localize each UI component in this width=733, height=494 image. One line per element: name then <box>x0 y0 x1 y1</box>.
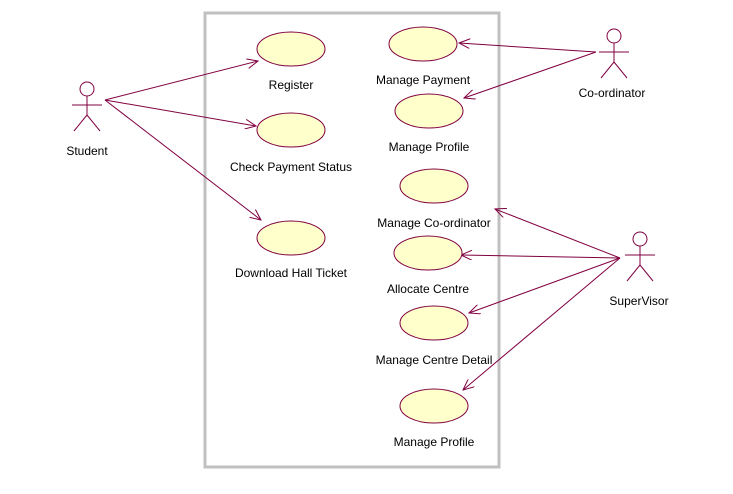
actor-label: Co-ordinator <box>579 86 646 100</box>
use-case-label: Allocate Centre <box>387 282 469 296</box>
use-case-label: Manage Co-ordinator <box>377 216 490 230</box>
use-case-ellipse[interactable] <box>399 168 469 204</box>
use-case-manage-coordinator[interactable]: Manage Co-ordinator <box>377 168 491 230</box>
actor-supervisor[interactable]: SuperVisor <box>609 231 669 308</box>
use-case-manage-centre-detail[interactable]: Manage Centre Detail <box>376 305 493 367</box>
association-supervisor-manage-profile-2 <box>463 257 621 390</box>
use-case-check-payment[interactable]: Check Payment Status <box>230 112 352 174</box>
actor-label: SuperVisor <box>609 294 668 308</box>
use-case-label: Check Payment Status <box>230 160 352 174</box>
association-student-register <box>104 61 258 101</box>
use-case-manage-payment[interactable]: Manage Payment <box>376 26 471 87</box>
use-case-label: Manage Profile <box>389 140 470 154</box>
use-case-label: Manage Profile <box>394 435 475 449</box>
use-case-ellipse[interactable] <box>256 112 326 148</box>
use-case-manage-profile-2[interactable]: Manage Profile <box>394 388 475 449</box>
use-case-allocate-centre[interactable]: Allocate Centre <box>387 235 469 296</box>
association-student-download-ticket <box>104 99 261 220</box>
association-supervisor-manage-centre-detail <box>469 257 621 313</box>
association-coordinator-manage-payment <box>459 43 597 53</box>
use-case-manage-profile-1[interactable]: Manage Profile <box>389 93 470 154</box>
use-case-register[interactable]: Register <box>256 31 326 92</box>
association-supervisor-allocate-centre <box>461 255 621 258</box>
actor-student[interactable]: Student <box>66 81 108 158</box>
use-case-ellipse[interactable] <box>256 31 326 67</box>
actor-icon <box>72 81 102 132</box>
use-case-label: Manage Centre Detail <box>376 353 493 367</box>
use-case-label: Download Hall Ticket <box>235 266 348 280</box>
associations <box>104 43 621 390</box>
use-case-ellipse[interactable] <box>388 26 458 62</box>
actor-icon <box>599 28 629 79</box>
association-supervisor-manage-coordinator <box>495 209 621 259</box>
use-case-ellipse[interactable] <box>399 388 469 424</box>
use-case-ellipse[interactable] <box>393 235 463 271</box>
use-case-ellipse[interactable] <box>399 305 469 341</box>
actor-coordinator[interactable]: Co-ordinator <box>579 28 646 100</box>
actor-icon <box>625 231 655 282</box>
use-case-download-ticket[interactable]: Download Hall Ticket <box>235 220 348 280</box>
association-student-check-payment <box>104 99 256 126</box>
use-case-label: Register <box>269 78 314 92</box>
system-boundary <box>203 11 501 469</box>
use-case-label: Manage Payment <box>376 73 471 87</box>
actor-label: Student <box>66 144 108 158</box>
use-case-ellipse[interactable] <box>394 93 464 129</box>
use-case-ellipse[interactable] <box>256 220 326 256</box>
association-coordinator-manage-profile-1 <box>464 51 597 98</box>
